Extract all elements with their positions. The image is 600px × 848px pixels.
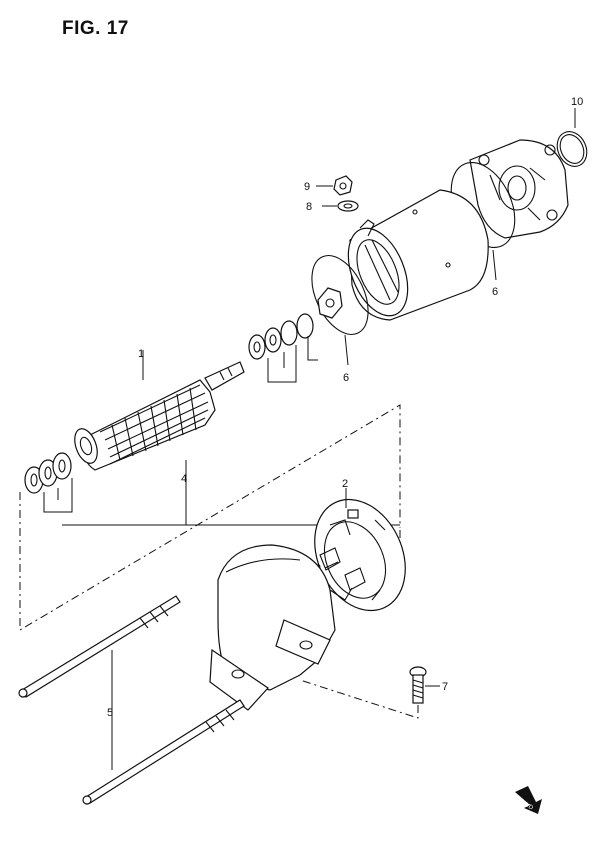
through-bolt-lower <box>82 699 245 805</box>
callout-8: 10 <box>571 96 583 108</box>
o-ring-part-8 <box>556 131 588 167</box>
front-housing <box>209 544 336 711</box>
figure-title: FIG. 17 <box>62 18 129 39</box>
fwd-arrow-icon: FWD <box>515 786 542 814</box>
callout-1: 1 <box>138 348 144 360</box>
shim-washers-front <box>24 452 72 494</box>
through-bolt-upper <box>18 595 181 698</box>
screw-part-7 <box>409 666 427 704</box>
nut-part-9 <box>333 175 353 196</box>
washer-part-10 <box>337 200 359 212</box>
brake-plate <box>317 287 343 319</box>
callout-2: 2 <box>342 478 348 490</box>
callout-9: 9 <box>304 181 310 193</box>
end-cover <box>469 139 569 239</box>
motor-yoke <box>347 189 489 321</box>
shim-washers-rear <box>248 313 314 360</box>
callout-10: 8 <box>306 201 312 213</box>
callout-5: 5 <box>107 707 113 719</box>
callout-6-upper: 6 <box>492 286 498 298</box>
callout-4: 4 <box>181 473 187 485</box>
callout-7: 7 <box>442 681 448 693</box>
armature-part-1 <box>74 361 245 471</box>
callout-6-lower: 6 <box>343 372 349 384</box>
